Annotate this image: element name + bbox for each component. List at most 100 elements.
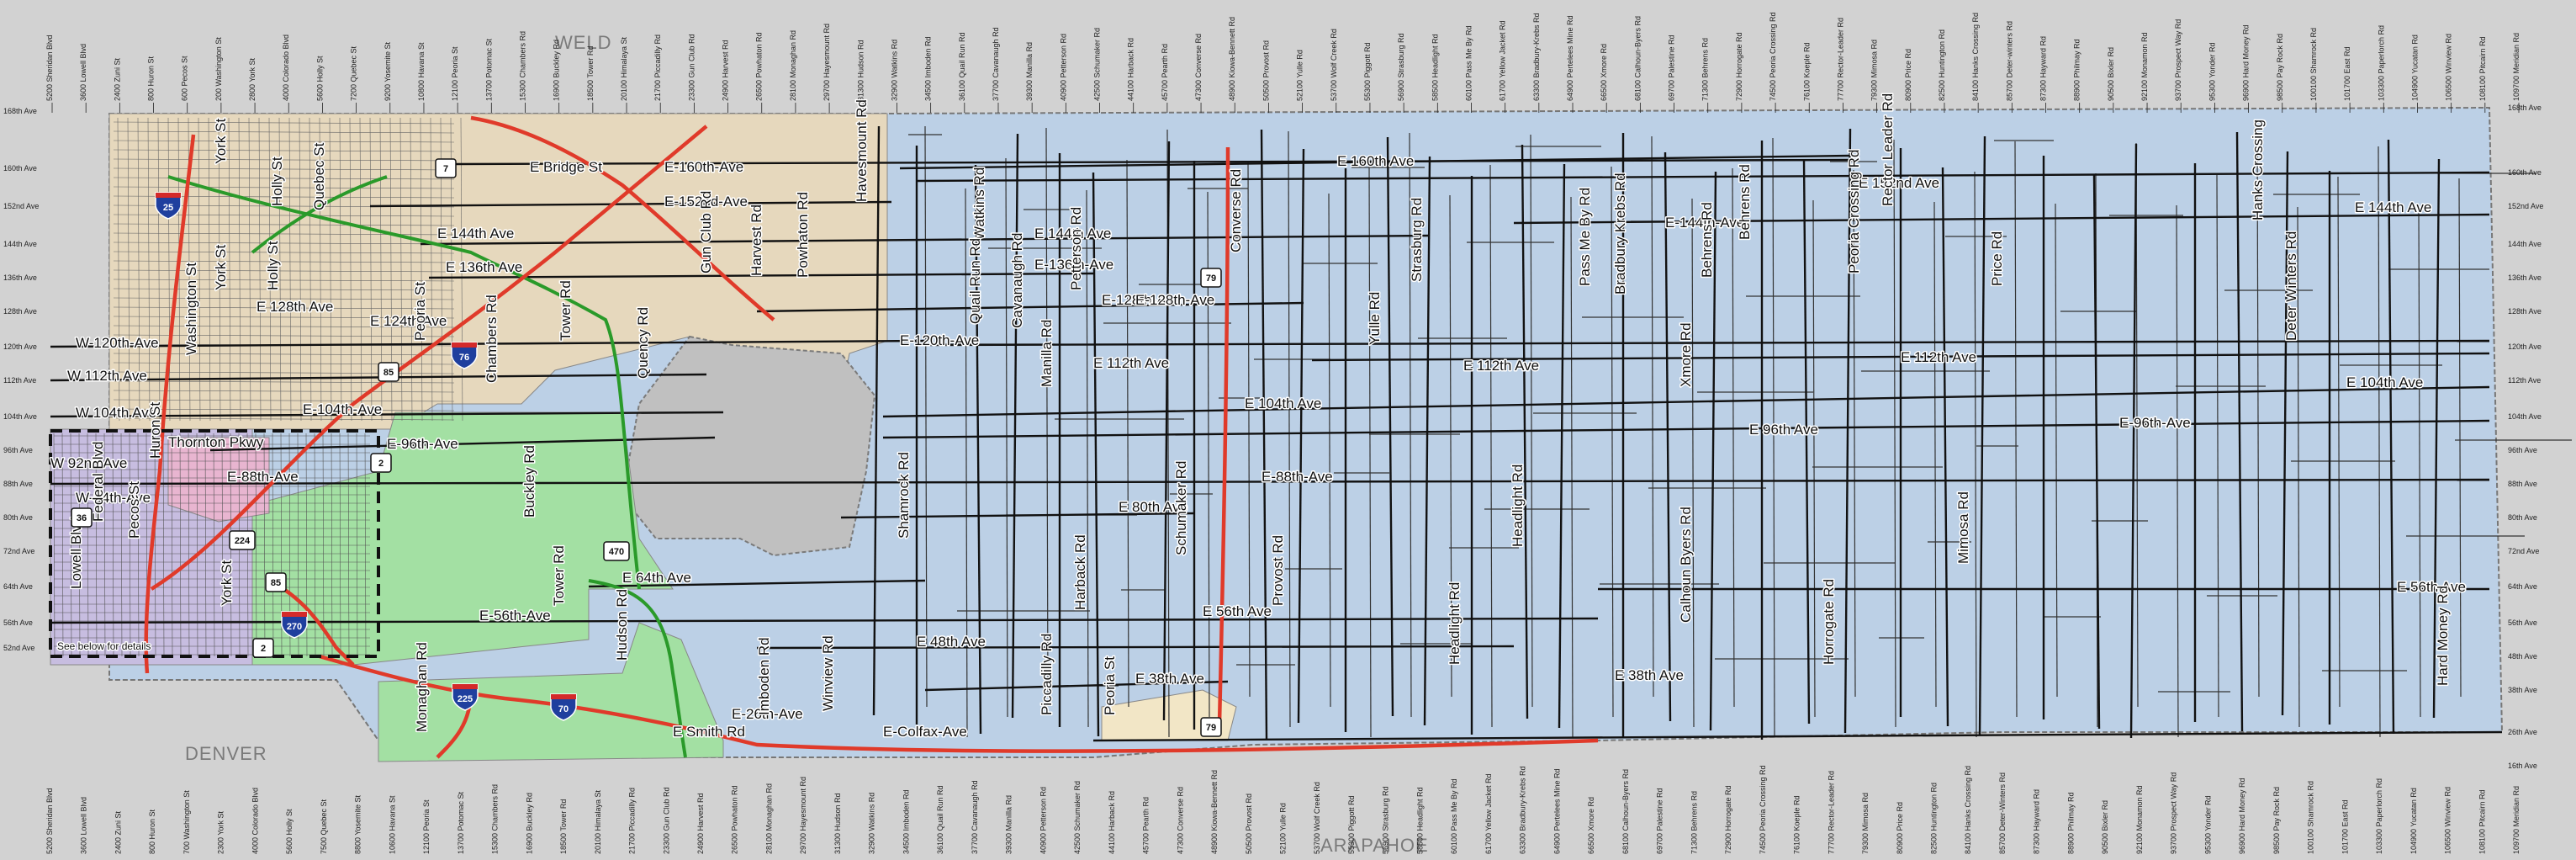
urban-street bbox=[154, 433, 156, 657]
section-road bbox=[1570, 196, 1574, 738]
interstate-shield-icon: 225 bbox=[452, 683, 479, 711]
urban-street bbox=[339, 117, 342, 422]
urban-street bbox=[113, 316, 455, 319]
urban-street bbox=[162, 433, 165, 657]
bottom-address-label: 58500 Headlight Rd bbox=[1415, 787, 1424, 854]
top-address-label: 800 Huron St bbox=[147, 56, 156, 101]
top-address-label: 13700 Potomac St bbox=[484, 38, 493, 101]
bottom-address-label: 37700 Cavanaugh Rd bbox=[971, 780, 979, 854]
urban-street bbox=[228, 117, 231, 422]
bottom-address-label: 52100 Yulle Rd bbox=[1279, 803, 1288, 854]
road-label: Piccadilly Rd bbox=[1039, 634, 1055, 715]
section-road bbox=[2055, 203, 2058, 698]
urban-street bbox=[113, 269, 455, 273]
arterial-road bbox=[588, 579, 926, 588]
left-street-label: 168th Ave bbox=[3, 107, 37, 115]
road-label: Peoria Crossing Rd bbox=[1846, 150, 1862, 273]
urban-street bbox=[410, 117, 413, 422]
bottom-address-label: 26500 Powhaton Rd bbox=[731, 785, 739, 854]
urban-street bbox=[113, 167, 455, 171]
bottom-address-label: 77700 Rector-Leader Rd bbox=[1827, 771, 1835, 854]
bottom-address-label: 60100 Pass Me By Rd bbox=[1450, 778, 1458, 854]
bottom-address-label: 32900 Watkins Rd bbox=[868, 793, 876, 854]
top-address-label: 88900 Philmay Rd bbox=[2073, 39, 2081, 101]
top-address-label: 71300 Behrens Rd bbox=[1701, 38, 1710, 101]
road-label: E 144th Ave bbox=[437, 226, 514, 242]
top-address-label: 100100 Shamrock Rd bbox=[2309, 28, 2318, 101]
bottom-address-label: 101700 East Rd bbox=[2341, 799, 2349, 854]
section-road bbox=[2014, 141, 2018, 718]
top-address-label: 23300 Gun Club Rd bbox=[687, 34, 696, 101]
road-label: Harback Rd bbox=[1072, 534, 1088, 610]
bottom-address-label: 88900 Philmay Rd bbox=[2066, 792, 2075, 854]
bottom-address-label: 800 Huron St bbox=[148, 809, 156, 854]
bottom-address-label: 103300 Paperlorch Rd bbox=[2375, 778, 2383, 854]
top-address-label: 104900 Yucatan Rd bbox=[2410, 35, 2419, 101]
top-address-label: 28100 Monaghan Rd bbox=[789, 30, 797, 101]
top-address-label: 69700 Palestine Rd bbox=[1668, 35, 1676, 101]
urban-street bbox=[221, 433, 224, 657]
top-address-label: 106500 Winview Rd bbox=[2445, 34, 2453, 101]
right-street-label: 64th Ave bbox=[2508, 582, 2537, 591]
top-address-label: 76100 Koeple Rd bbox=[1802, 42, 1811, 101]
arterial-road bbox=[2281, 151, 2289, 716]
road-label: Thornton Pkwy bbox=[168, 434, 264, 450]
section-road bbox=[1005, 157, 1008, 718]
arterial-road bbox=[756, 301, 1304, 313]
top-address-label: 42500 Schumaker Rd bbox=[1093, 28, 1102, 101]
road-label: Price Rd bbox=[1989, 231, 2005, 286]
bottom-address-label: 31300 Hudson Rd bbox=[833, 793, 842, 854]
bottom-address-label: 95300 Yonder Rd bbox=[2203, 795, 2212, 854]
road-label: Federal Blvd bbox=[90, 442, 106, 522]
bottom-address-label: 39300 Manilla Rd bbox=[1005, 795, 1013, 854]
top-address-label: 79300 Mimosa Rd bbox=[1870, 40, 1879, 101]
bottom-address-label: 5600 Holly St bbox=[285, 809, 294, 854]
svg-text:224: 224 bbox=[235, 536, 251, 546]
section-road bbox=[1288, 130, 1291, 728]
road-label: E 112th Ave bbox=[1901, 349, 1976, 365]
road-label: Hard Money Rd bbox=[2435, 586, 2451, 686]
svg-text:79: 79 bbox=[1206, 723, 1216, 733]
urban-street bbox=[238, 117, 241, 422]
road-label: E-88th-Ave bbox=[1262, 469, 1333, 485]
left-street-label: 136th Ave bbox=[3, 273, 37, 282]
top-address-label: 29700 Hayesmount Rd bbox=[823, 24, 831, 101]
road-label: E Bridge St bbox=[530, 159, 602, 175]
top-address-label: 12100 Peoria St bbox=[451, 46, 459, 101]
road-label: Monaghan Rd bbox=[414, 642, 430, 732]
bottom-address-label: 72900 Horrogate Rd bbox=[1724, 785, 1732, 854]
urban-street bbox=[288, 117, 292, 422]
bottom-address-label: 87300 Hayward Rd bbox=[2033, 789, 2041, 854]
top-address-label: 60100 Pass Me By Rd bbox=[1464, 25, 1473, 101]
bottom-address-label: 50500 Provost Rd bbox=[1245, 794, 1253, 854]
road-label: E-136th-Ave bbox=[1034, 257, 1113, 273]
bottom-address-label: 100100 Shamrock Rd bbox=[2307, 781, 2315, 854]
bottom-address-label: 21700 Piccadilly Rd bbox=[628, 788, 637, 854]
urban-street bbox=[331, 433, 333, 657]
urban-street bbox=[268, 117, 272, 422]
top-address-label: 72900 Horrogate Rd bbox=[1735, 32, 1743, 101]
state-highway-79 bbox=[1217, 146, 1230, 725]
region-label-north: WELD bbox=[555, 32, 612, 53]
left-street-label: 112th Ave bbox=[3, 376, 36, 385]
urban-street bbox=[339, 433, 341, 657]
section-road bbox=[2256, 144, 2260, 698]
urban-street bbox=[137, 433, 140, 657]
bottom-address-label: 68100 Calhoun-Byers Rd bbox=[1621, 769, 1630, 854]
urban-street bbox=[322, 433, 325, 657]
svg-text:7: 7 bbox=[443, 164, 448, 174]
road-label: W-84th-Ave bbox=[76, 490, 151, 506]
road-label: Calhoun Byers Rd bbox=[1678, 507, 1694, 623]
left-street-label: 52nd Ave bbox=[3, 644, 34, 652]
arterial-road bbox=[1011, 133, 1019, 719]
bottom-address-label: 104900 Yucatan Rd bbox=[2409, 788, 2418, 854]
road-label: Gun Club Rd bbox=[698, 191, 714, 273]
urban-street bbox=[198, 117, 201, 422]
bottom-address-label: 40900 Petterson Rd bbox=[1039, 787, 1047, 854]
road-label: E-56th-Ave bbox=[479, 608, 551, 624]
bottom-address-label: 71300 Behrens Rd bbox=[1690, 791, 1698, 854]
state-highway-shield-icon: 7 bbox=[435, 158, 457, 178]
svg-text:70: 70 bbox=[558, 704, 569, 714]
road-label: E-120th-Ave bbox=[900, 332, 979, 348]
